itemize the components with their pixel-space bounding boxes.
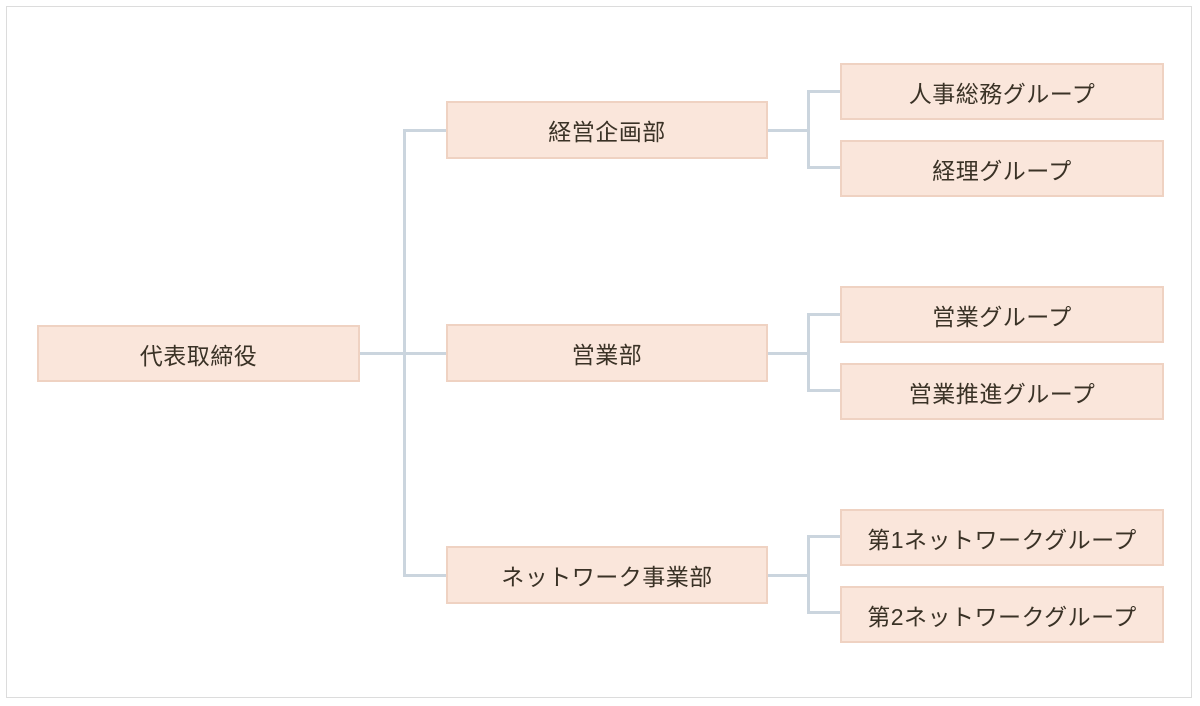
connector-dept2-spine (807, 314, 810, 391)
node-dept-network-business[interactable]: ネットワーク事業部 (446, 546, 768, 604)
connector-dept2-to-g2a (807, 313, 842, 316)
node-group-sales[interactable]: 営業グループ (840, 286, 1164, 343)
connector-dept3-stub (768, 574, 810, 577)
node-group-sales-promotion[interactable]: 営業推進グループ (840, 363, 1164, 420)
connector-root-stub (360, 352, 406, 355)
connector-dept1-spine (807, 91, 810, 168)
connector-dept2-stub (768, 352, 810, 355)
connector-dept3-to-g3a (807, 535, 842, 538)
node-group-network-1[interactable]: 第1ネットワークグループ (840, 509, 1164, 566)
connector-root-to-dept2 (403, 352, 448, 355)
node-root-representative-director[interactable]: 代表取締役 (37, 325, 360, 382)
connector-dept1-to-g1b (807, 166, 842, 169)
node-dept-sales[interactable]: 営業部 (446, 324, 768, 382)
connector-dept1-stub (768, 129, 810, 132)
connector-root-to-dept3 (403, 574, 448, 577)
node-group-hr-general-affairs[interactable]: 人事総務グループ (840, 63, 1164, 120)
connector-dept3-to-g3b (807, 611, 842, 614)
node-group-accounting[interactable]: 経理グループ (840, 140, 1164, 197)
connector-dept3-spine (807, 536, 810, 613)
connector-dept2-to-g2b (807, 389, 842, 392)
connector-dept1-to-g1a (807, 90, 842, 93)
node-group-network-2[interactable]: 第2ネットワークグループ (840, 586, 1164, 643)
connector-root-to-dept1 (403, 129, 448, 132)
node-dept-management-planning[interactable]: 経営企画部 (446, 101, 768, 159)
